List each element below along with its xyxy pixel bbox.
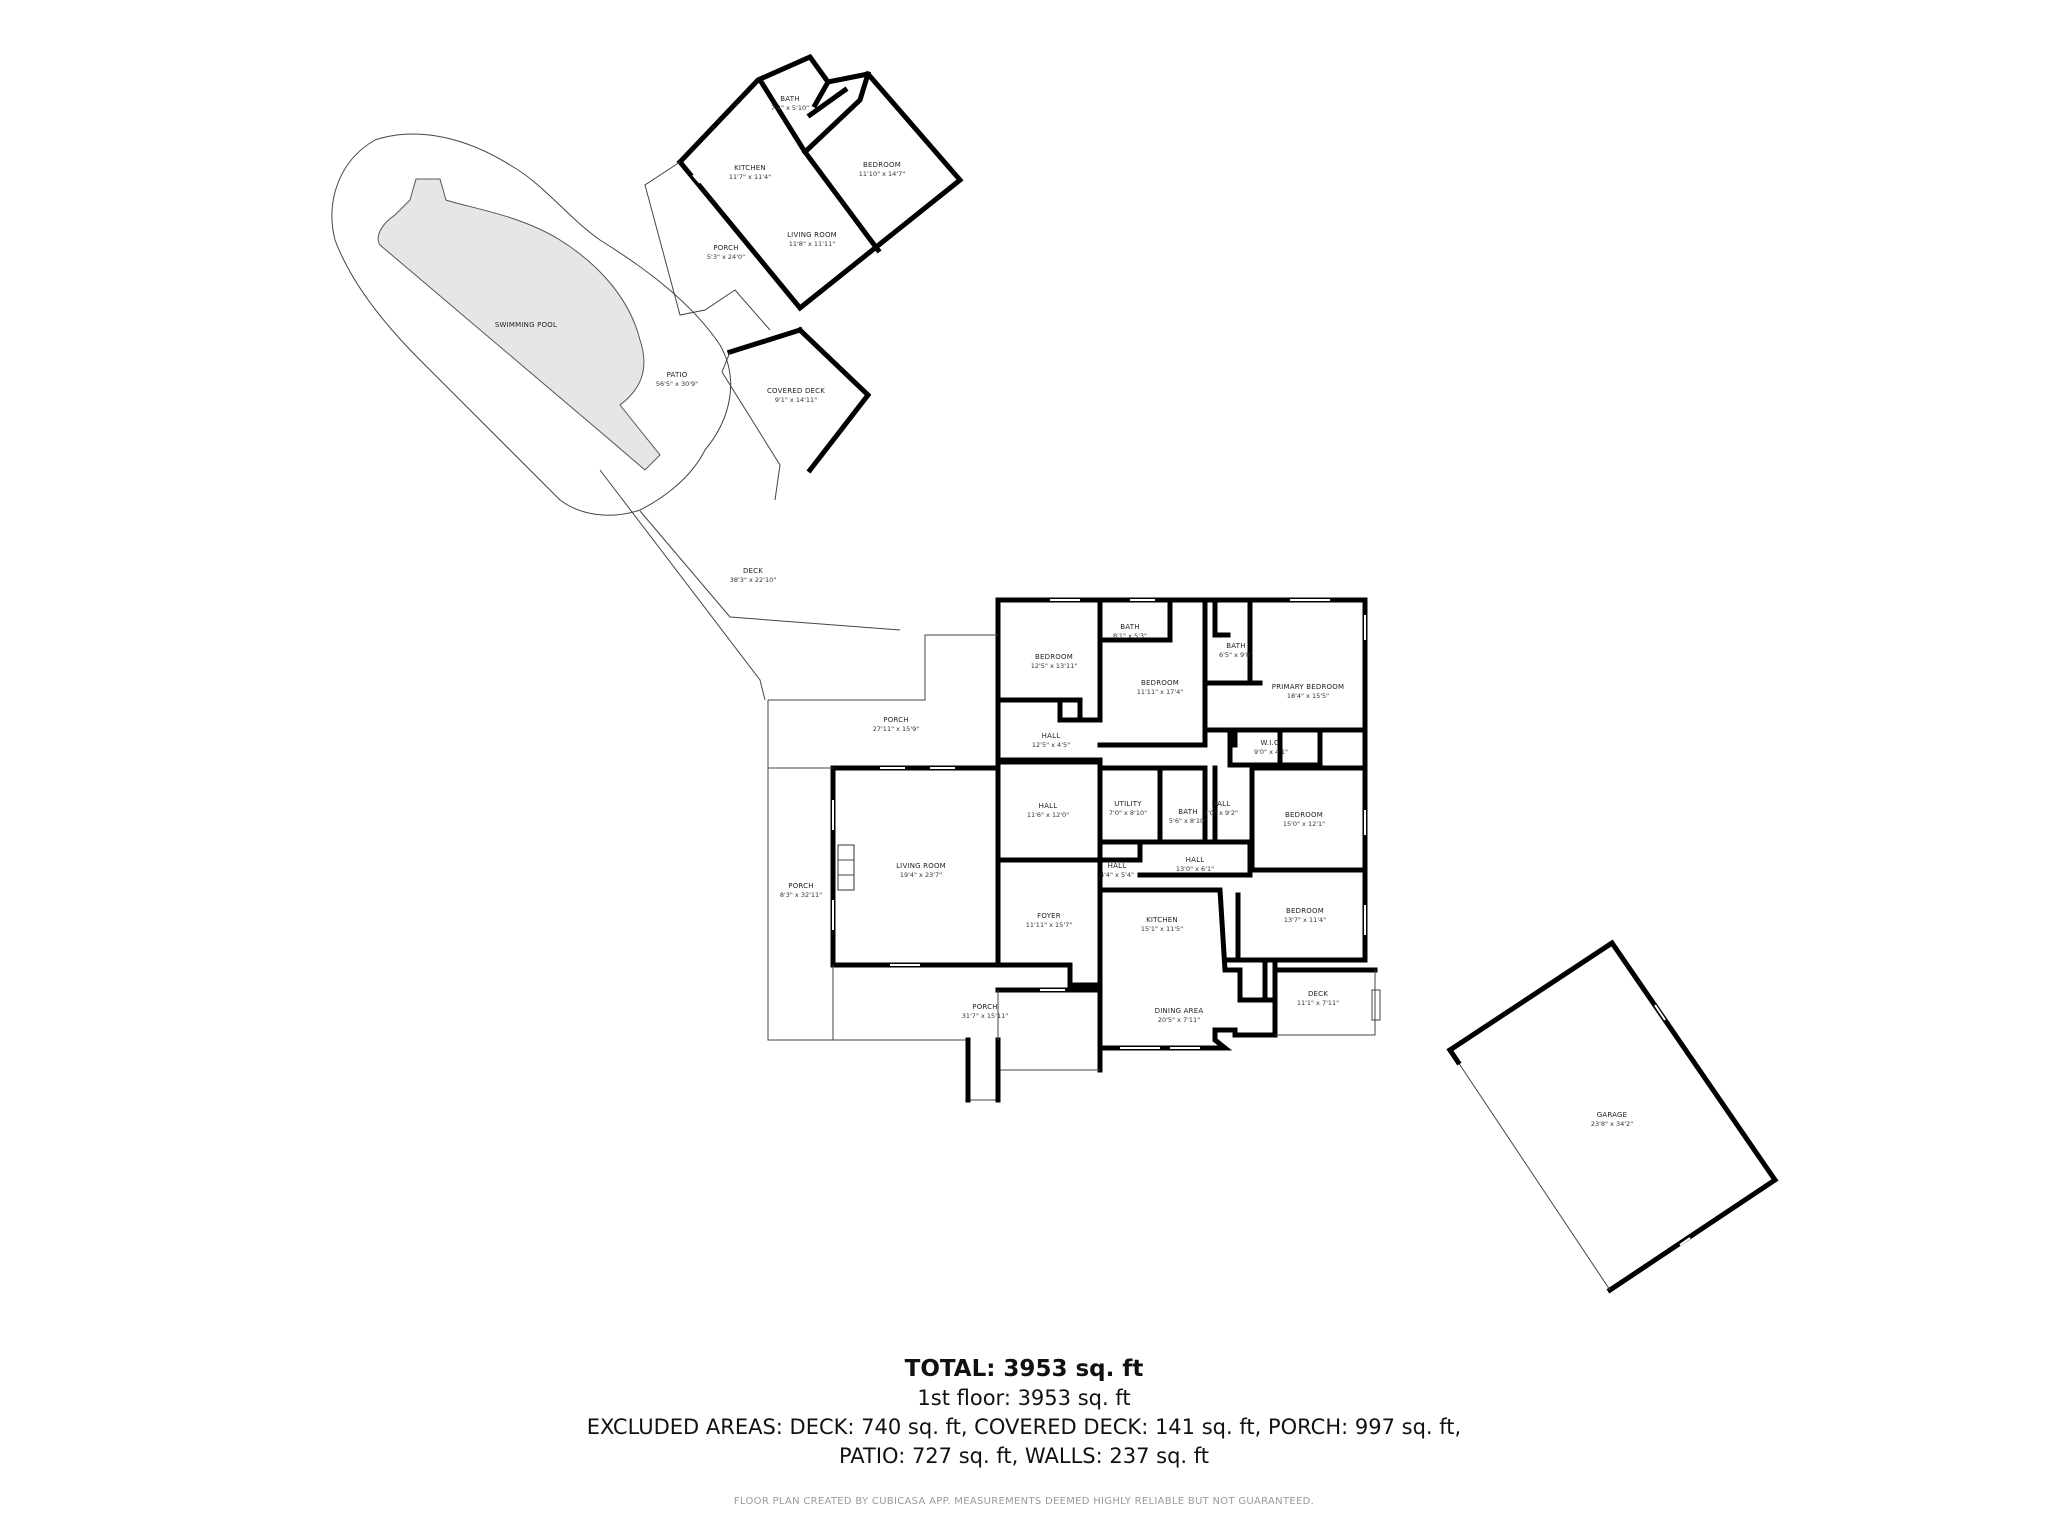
room-name: PATIO xyxy=(667,371,688,379)
room-dimensions: 11'6" x 12'0" xyxy=(1027,811,1069,819)
excluded-areas-line-1: EXCLUDED AREAS: DECK: 740 sq. ft, COVERE… xyxy=(586,1415,1462,1439)
room-dimensions: 15'1" x 11'5" xyxy=(1141,925,1183,933)
covered-deck xyxy=(721,326,872,501)
room-dimensions: 11'8" x 11'11" xyxy=(789,240,835,248)
room-dimensions: 4'4" x 5'4" xyxy=(1100,871,1134,879)
room-dimensions: 12'5" x 4'5" xyxy=(1032,741,1070,749)
room-name: PORCH xyxy=(713,244,738,252)
floor-area: 1st floor: 3953 sq. ft xyxy=(917,1386,1131,1410)
room-name: HALL xyxy=(1039,802,1058,810)
room-dimensions: 56'5" x 30'9" xyxy=(656,380,698,388)
room-name: PORCH xyxy=(788,882,813,890)
room-name: GARAGE xyxy=(1597,1111,1628,1119)
room-name: W.I.C. xyxy=(1261,739,1282,747)
room-name: KITCHEN xyxy=(734,164,766,172)
room-dimensions: 13'7" x 11'4" xyxy=(1284,916,1326,924)
room-name: PRIMARY BEDROOM xyxy=(1272,683,1344,691)
room-dimensions: 27'11" x 15'9" xyxy=(873,725,919,733)
room-name: BEDROOM xyxy=(1285,811,1323,819)
area-summary: TOTAL: 3953 sq. ft 1st floor: 3953 sq. f… xyxy=(0,1354,2048,1471)
room-dimensions: 11'1" x 7'11" xyxy=(1297,999,1339,1007)
room-dimensions: 15'0" x 12'1" xyxy=(1283,820,1325,828)
room-name: COVERED DECK xyxy=(767,387,825,395)
patio-area xyxy=(331,133,901,701)
room-dimensions: 9'1" x 14'11" xyxy=(775,396,817,404)
room-dimensions: 9'0" x 4'1" xyxy=(1254,748,1288,756)
room-name: BATH xyxy=(780,95,799,103)
room-dimensions: 11'10" x 14'7" xyxy=(859,170,905,178)
disclaimer: FLOOR PLAN CREATED BY CUBICASA APP. MEAS… xyxy=(733,1496,1315,1507)
room-name: HALL xyxy=(1108,862,1127,870)
room-dimensions: 5'3" x 24'0" xyxy=(707,253,745,261)
room-dimensions: 38'3" x 22'10" xyxy=(730,576,776,584)
room-name: LIVING ROOM xyxy=(787,231,837,239)
room-dimensions: 12'5" x 13'11" xyxy=(1031,662,1077,670)
guest-house xyxy=(644,53,964,331)
room-name: BEDROOM xyxy=(1035,653,1073,661)
room-dimensions: 5'6" x 8'10" xyxy=(1169,817,1207,825)
room-dimensions: 6'5" x 9'8" xyxy=(1219,651,1253,659)
room-name: KITCHEN xyxy=(1146,916,1178,924)
room-dimensions: 31'7" x 15'11" xyxy=(962,1012,1008,1020)
room-name: UTILITY xyxy=(1114,800,1142,808)
room-name: BATH xyxy=(1120,623,1139,631)
swimming-pool-shape xyxy=(377,178,661,471)
room-name: PORCH xyxy=(883,716,908,724)
room-name: HALL xyxy=(1042,732,1061,740)
total-area: TOTAL: 3953 sq. ft xyxy=(904,1356,1144,1382)
room-dimensions: 11'7" x 11'4" xyxy=(729,173,771,181)
room-dimensions: 23'8" x 34'2" xyxy=(1591,1120,1633,1128)
room-name: DINING AREA xyxy=(1155,1007,1204,1015)
room-name: PORCH xyxy=(972,1003,997,1011)
room-labels: BATH 7'4" x 5'10" KITCHEN 11'7" x 11'4" … xyxy=(495,95,1633,1128)
garage xyxy=(1446,939,1779,1294)
room-name: HALL xyxy=(1212,800,1231,808)
room-name: BATH xyxy=(1226,642,1245,650)
room-dimensions: 18'4" x 15'5" xyxy=(1287,692,1329,700)
room-dimensions: 19'4" x 23'7" xyxy=(900,871,942,879)
room-name: HALL xyxy=(1186,856,1205,864)
room-dimensions: 7'4" x 5'10" xyxy=(771,104,809,112)
room-dimensions: 3'0" x 9'2" xyxy=(1204,809,1238,817)
room-name: LIVING ROOM xyxy=(896,862,946,870)
room-dimensions: 11'11" x 17'4" xyxy=(1137,688,1183,696)
room-name: DECK xyxy=(743,567,763,575)
room-dimensions: 8'3" x 32'11" xyxy=(780,891,822,899)
room-name: BATH xyxy=(1178,808,1197,816)
main-house xyxy=(767,597,1381,1103)
room-name: FOYER xyxy=(1037,912,1061,920)
room-dimensions: 20'5" x 7'11" xyxy=(1158,1016,1200,1024)
room-name: DECK xyxy=(1308,990,1328,998)
excluded-areas-line-2: PATIO: 727 sq. ft, WALLS: 237 sq. ft xyxy=(838,1444,1210,1468)
room-dimensions: 8'1" x 5'3" xyxy=(1113,632,1147,640)
room-dimensions: 11'11" x 15'7" xyxy=(1026,921,1072,929)
room-dimensions: 7'0" x 8'10" xyxy=(1109,809,1147,817)
fireplace-icon xyxy=(837,844,855,891)
room-dimensions: 13'0" x 6'1" xyxy=(1176,865,1214,873)
room-name: SWIMMING POOL xyxy=(495,321,557,329)
room-name: BEDROOM xyxy=(1286,907,1324,915)
room-name: BEDROOM xyxy=(863,161,901,169)
room-name: BEDROOM xyxy=(1141,679,1179,687)
